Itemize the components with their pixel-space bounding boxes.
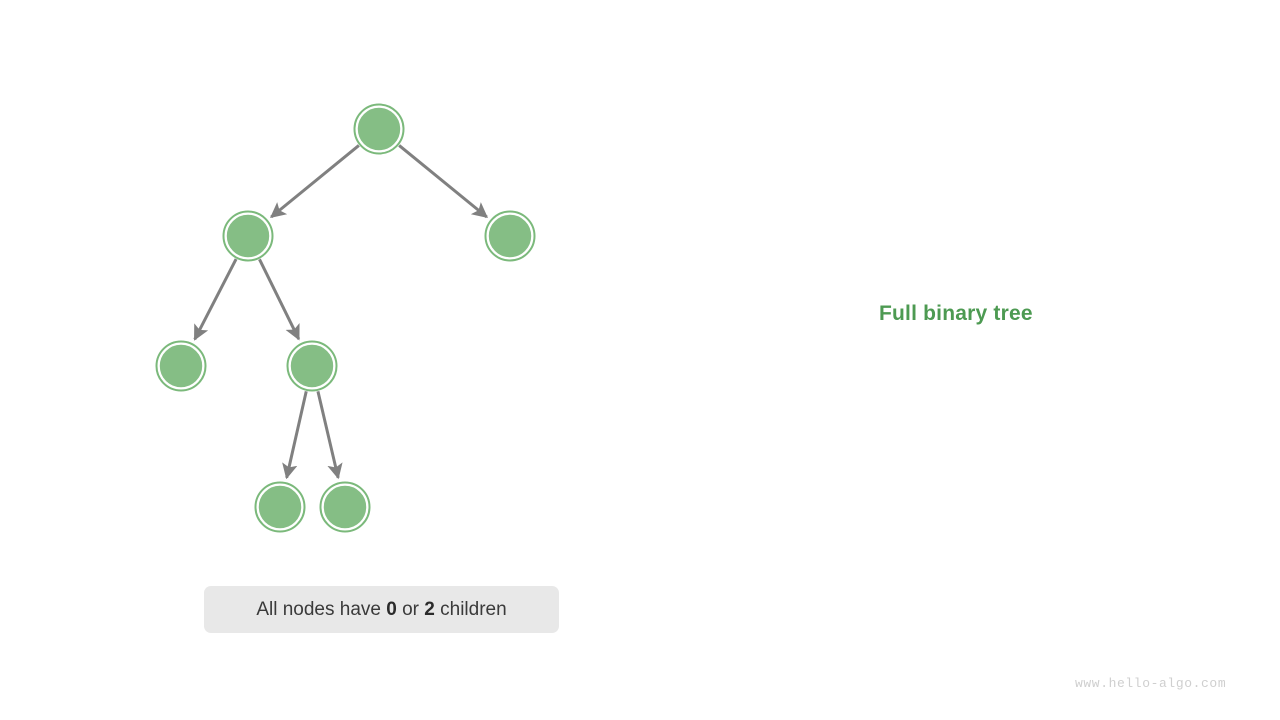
tree-node-ring — [353, 103, 405, 155]
page-title: Full binary tree — [879, 302, 1033, 325]
tree-node-left[interactable] — [222, 210, 274, 262]
tree-node-fill — [487, 213, 533, 259]
tree-edge-lr-right — [316, 390, 343, 480]
tree-node-left-right[interactable] — [286, 340, 338, 392]
tree-node-fill — [356, 106, 402, 152]
watermark: www.hello-algo.com — [1075, 676, 1227, 691]
tree-edge-left-left — [193, 258, 238, 341]
tree-node-ring — [286, 340, 338, 392]
tree-node-left-right-right[interactable] — [319, 481, 371, 533]
tree-node-left-left[interactable] — [155, 340, 207, 392]
tree-node-ring — [222, 210, 274, 262]
tree-node-ring — [155, 340, 207, 392]
tree-node-fill — [289, 343, 335, 389]
tree-node-fill — [158, 343, 204, 389]
tree-node-fill — [225, 213, 271, 259]
tree-edge-lr-left — [282, 391, 308, 480]
caption-middle: or — [396, 598, 425, 620]
tree-node-right[interactable] — [484, 210, 536, 262]
tree-edge-left-right — [258, 258, 301, 341]
caption-suffix: children — [434, 598, 507, 620]
caption-box: All nodes have 0 or 2 children — [204, 586, 559, 633]
tree-node-ring — [254, 481, 306, 533]
tree-edge-root-right — [398, 144, 488, 219]
caption-bold-zero: 0 — [386, 598, 397, 620]
tree-node-fill — [322, 484, 368, 530]
tree-edge-layer — [193, 144, 488, 480]
tree-node-fill — [257, 484, 303, 530]
tree-node-layer — [155, 103, 536, 533]
tree-node-ring — [319, 481, 371, 533]
tree-node-left-right-left[interactable] — [254, 481, 306, 533]
caption-prefix: All nodes have — [256, 598, 387, 620]
caption-text: All nodes have 0 or 2 children — [256, 599, 506, 621]
tree-node-ring — [484, 210, 536, 262]
tree-node-root[interactable] — [353, 103, 405, 155]
caption-bold-two: 2 — [424, 598, 435, 620]
tree-edge-root-left — [270, 144, 360, 219]
